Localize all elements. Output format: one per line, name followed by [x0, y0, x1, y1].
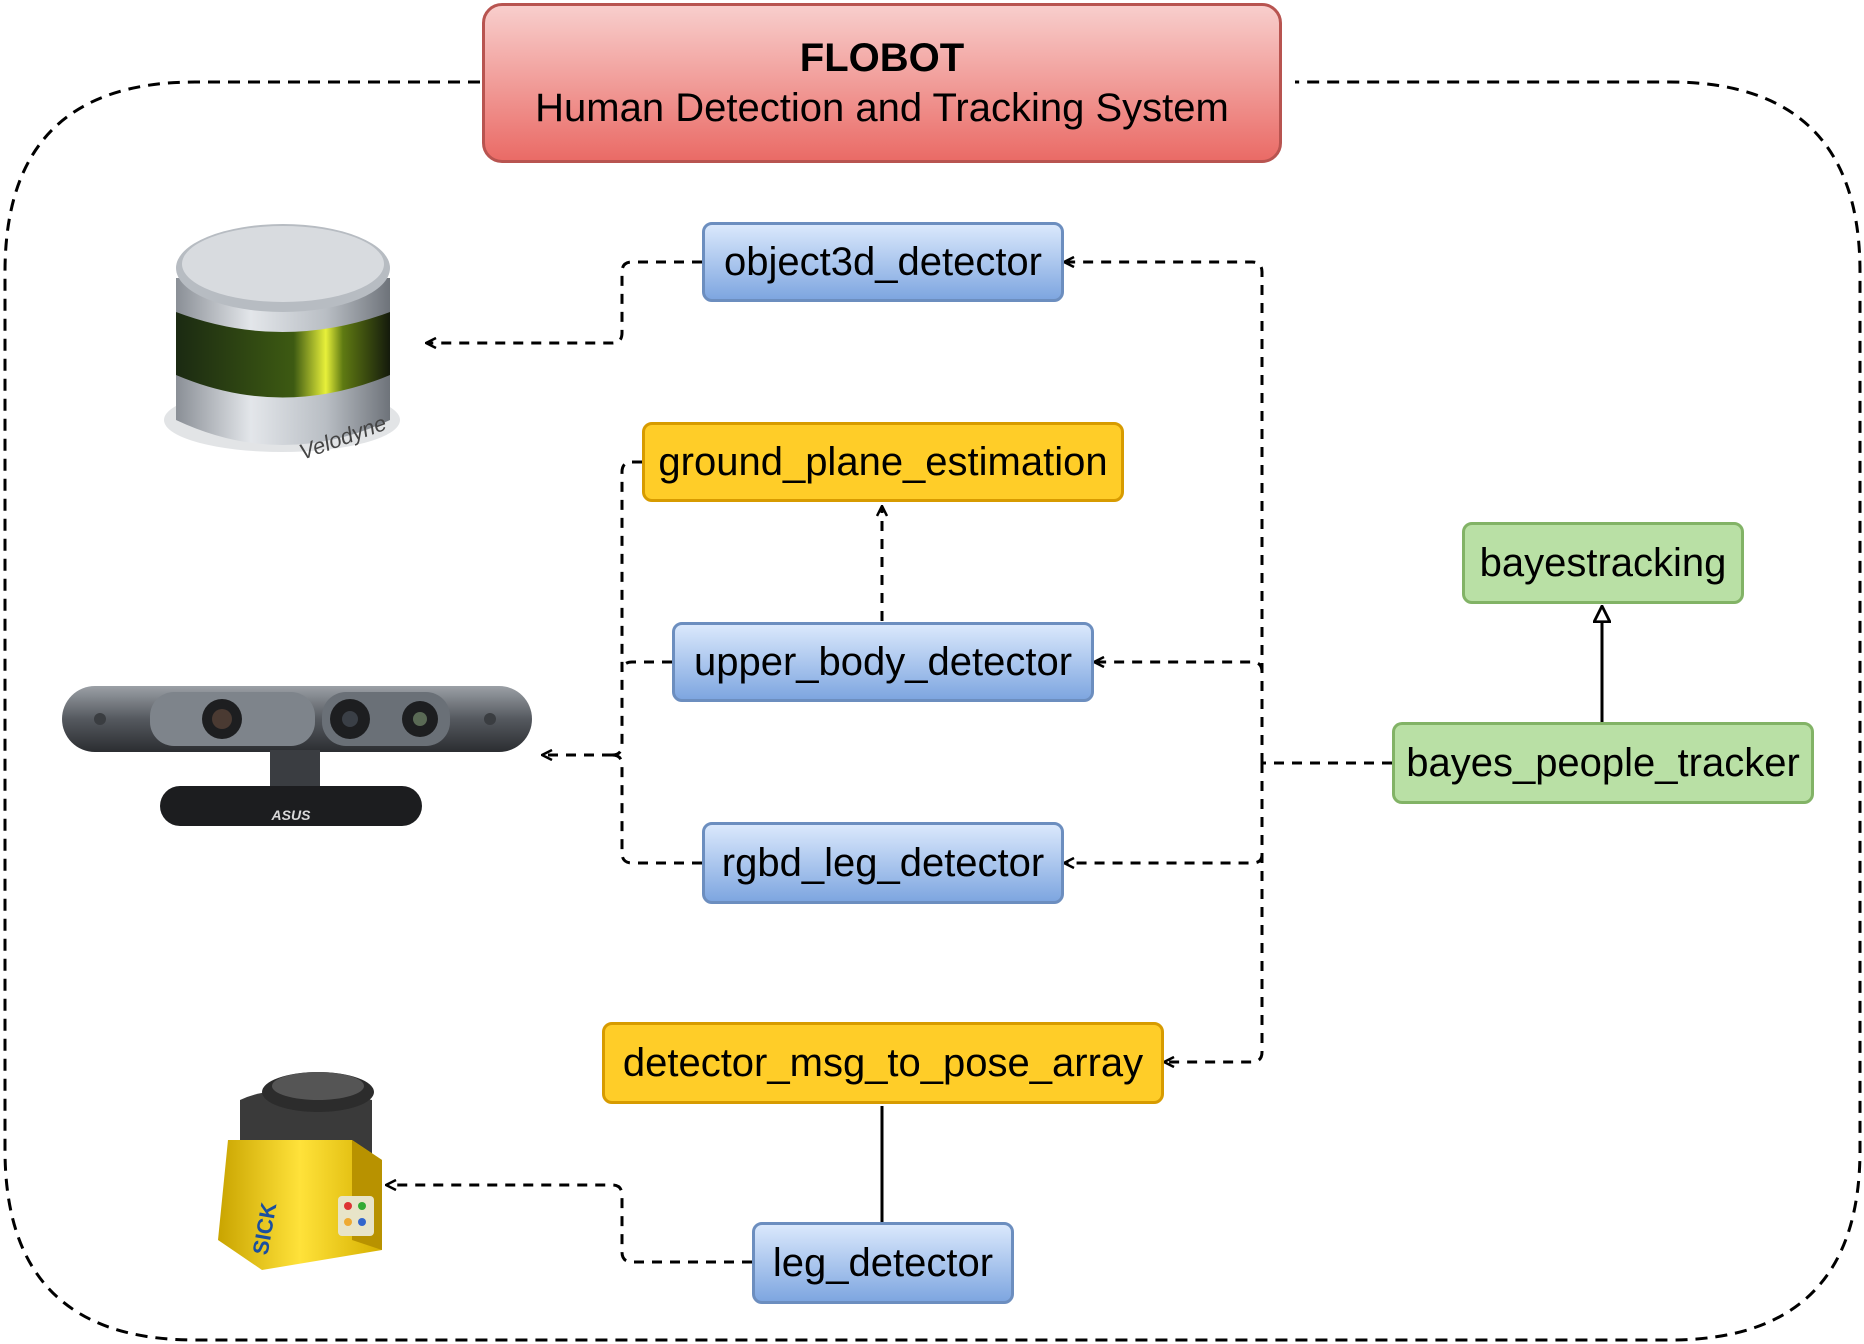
edge-tracker-to-pose-array	[1164, 763, 1264, 1062]
edge-tracker-to-rgbd-leg	[1064, 854, 1264, 863]
node-ground-plane-estimation[interactable]: ground_plane_estimation	[642, 422, 1124, 502]
asus-xtion-sensor-icon: ASUS	[62, 686, 532, 826]
edge-upper-body-to-asus	[620, 660, 672, 673]
node-label: object3d_detector	[723, 239, 1042, 284]
edge-leg-detector-to-sick	[386, 1185, 752, 1264]
edge-tracker-to-upper-body	[1094, 662, 1264, 673]
node-label: upper_body_detector	[693, 639, 1073, 684]
velodyne-sensor-icon: Velodyne	[164, 224, 400, 465]
node-upper-body-detector[interactable]: upper_body_detector	[672, 622, 1094, 702]
node-label: detector_msg_to_pose_array	[622, 1040, 1144, 1085]
system-boundary	[3, 80, 1862, 1342]
sick-laser-scanner-icon: SICK	[218, 1072, 382, 1270]
node-label: ground_plane_estimation	[658, 439, 1108, 484]
node-bayestracking[interactable]: bayestracking	[1462, 522, 1744, 604]
edge-rgbd-leg-to-asus	[611, 753, 702, 865]
node-rgbd-leg-detector[interactable]: rgbd_leg_detector	[702, 822, 1064, 904]
node-bayes-people-tracker[interactable]: bayes_people_tracker	[1392, 722, 1814, 804]
node-label: bayestracking	[1479, 540, 1727, 585]
node-object3d-detector[interactable]: object3d_detector	[702, 222, 1064, 302]
node-label: leg_detector	[772, 1240, 994, 1285]
node-label: bayes_people_tracker	[1406, 740, 1800, 785]
node-detector-msg-to-pose-array[interactable]: detector_msg_to_pose_array	[602, 1022, 1164, 1104]
asus-label: ASUS	[271, 807, 312, 823]
node-label: rgbd_leg_detector	[721, 840, 1045, 885]
edge-tracker-to-object3d	[1064, 262, 1264, 763]
system-title-box: FLOBOT Human Detection and Tracking Syst…	[482, 3, 1282, 163]
system-title: FLOBOT	[799, 36, 965, 80]
edge-ground-plane-to-asus	[611, 460, 642, 757]
node-leg-detector[interactable]: leg_detector	[752, 1222, 1014, 1304]
edge-object3d-to-velodyne	[426, 260, 702, 343]
system-subtitle: Human Detection and Tracking System	[535, 86, 1229, 130]
